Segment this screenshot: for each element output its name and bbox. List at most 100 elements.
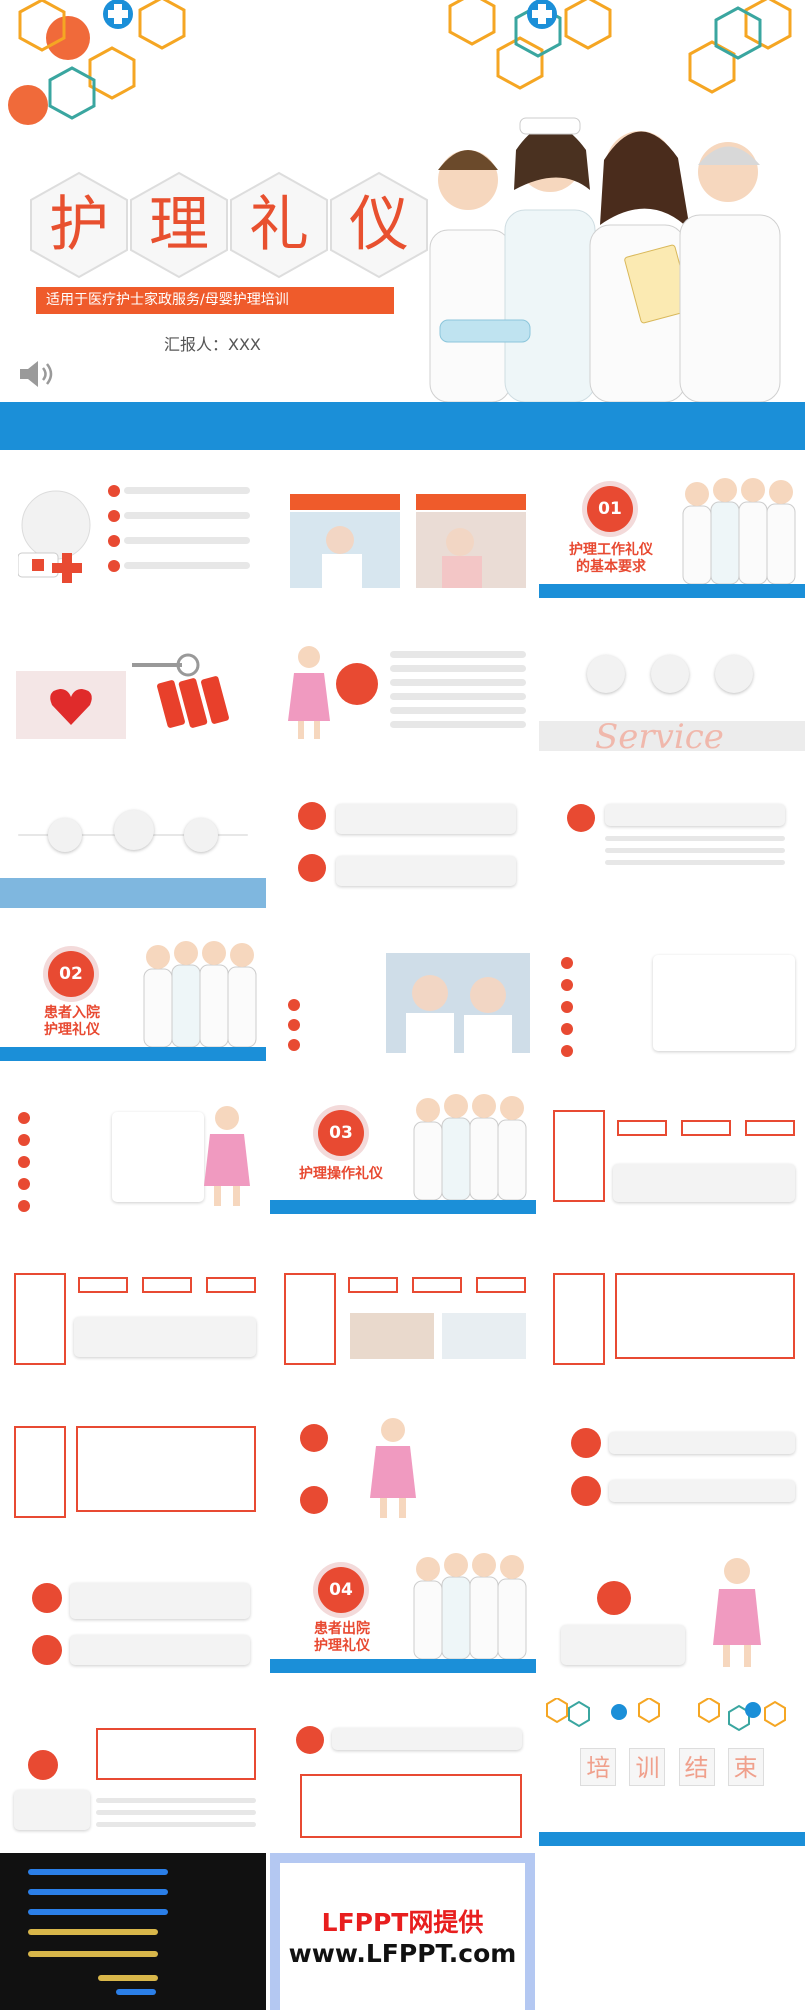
ending-char: 培 [580, 1748, 617, 1786]
bullet [288, 1039, 300, 1051]
bullet [18, 1156, 30, 1168]
bullet [561, 1001, 573, 1013]
slide-appearance-details[interactable] [270, 760, 536, 908]
title-hexagon: 理 [124, 170, 234, 280]
lfppt-tagline: LFPPT网提供 [321, 1908, 484, 1937]
title-box [553, 1273, 605, 1365]
ending-char: 结 [678, 1748, 715, 1786]
medical-cross-icon [567, 804, 595, 832]
slide-table-of-contents[interactable] [0, 450, 266, 598]
slide-blue-band [539, 584, 805, 598]
toc-rule [124, 487, 250, 494]
slide-polite-language-2[interactable] [0, 1372, 266, 1520]
slide-admission-list[interactable] [539, 913, 805, 1061]
title-hexagon: 礼 [224, 170, 334, 280]
bullet [288, 1019, 300, 1031]
step-box [476, 1277, 526, 1293]
bullet [18, 1112, 30, 1124]
slide-discharge-question[interactable] [539, 1525, 805, 1673]
resource-link[interactable] [28, 1889, 168, 1895]
point-02-card [336, 856, 516, 886]
hero-subtitle: 适用于医疗护士家政服务/母婴护理培训 [36, 287, 394, 314]
ending-char: 束 [727, 1748, 764, 1786]
title-char: 理 [149, 190, 209, 260]
slide-discharge-etiquette[interactable] [0, 1698, 266, 1846]
slide-section-02[interactable]: 02 患者入院护理礼仪 [0, 913, 266, 1061]
topic-circle [336, 663, 378, 705]
resource-link[interactable] [28, 1909, 168, 1915]
slide-blue-band [0, 1047, 266, 1061]
slide-nursing-service[interactable] [270, 450, 536, 598]
point-02-badge [298, 854, 326, 882]
hero-reporter: 汇报人：XXX [164, 335, 261, 354]
banner-left [290, 494, 400, 510]
detail-card [613, 1164, 795, 1202]
slide-admission-steps[interactable] [0, 1066, 266, 1214]
contents-circle-graphic [18, 490, 91, 583]
slide-conduct[interactable] [539, 760, 805, 908]
heading-card [332, 1728, 522, 1750]
nurse-illustration [713, 1558, 761, 1667]
toc-bullet [108, 560, 120, 572]
lfppt-domain[interactable]: www.LFPPT.com [288, 1939, 517, 1968]
section-number-badge: 02 [48, 951, 94, 997]
hero-slide[interactable]: 护 理 礼 仪 适用于医疗护士家政服务/母婴护理培训 汇报人：XXX [0, 0, 805, 450]
title-box [284, 1273, 336, 1365]
slide-polite-language[interactable] [539, 1219, 805, 1367]
section-title: 患者入院护理礼仪 [44, 1005, 100, 1038]
step-icon [48, 818, 82, 852]
slide-self-introduction[interactable] [0, 1525, 266, 1673]
section-number-badge: 04 [318, 1567, 364, 1613]
resource-link[interactable] [28, 1951, 158, 1957]
resource-link[interactable] [116, 1989, 156, 1995]
content-rule [390, 651, 526, 658]
slide-patient-accompany[interactable] [270, 1372, 536, 1520]
nurse-illustration [370, 1418, 416, 1518]
slide-admission-welcome[interactable] [270, 913, 536, 1061]
speaker-icon[interactable] [18, 358, 58, 390]
key-tags-graphic [132, 653, 229, 728]
slide-section-04[interactable]: 04 患者出院护理礼仪 [270, 1525, 536, 1673]
step-box [206, 1277, 256, 1293]
slide-after-operation[interactable] [270, 1219, 536, 1367]
slide-during-operation[interactable] [0, 1219, 266, 1367]
slide-nursing-is-respect[interactable] [0, 603, 266, 751]
dialogue-box [76, 1426, 256, 1512]
content-rule [390, 693, 526, 700]
bullet [561, 1045, 573, 1057]
slide-blue-band [270, 1200, 536, 1214]
slide-before-operation[interactable] [539, 1066, 805, 1214]
title-char: 仪 [349, 190, 409, 260]
slide-ending[interactable]: 培 训 结 束 [539, 1698, 805, 1846]
slide-section-03[interactable]: 03 护理操作礼仪 [270, 1066, 536, 1214]
slide-service[interactable]: Service [539, 603, 805, 751]
point-01-card [336, 804, 516, 834]
slide-appearance-respect[interactable] [270, 603, 536, 751]
bullet [561, 979, 573, 991]
how-badge [571, 1476, 601, 1506]
title-hexagon: 护 [24, 170, 134, 280]
slide-consult-reply[interactable] [539, 1372, 805, 1520]
slide-section-01[interactable]: 01 护理工作礼仪的基本要求 [539, 450, 805, 598]
slide-farewell-words[interactable] [270, 1698, 536, 1846]
content-rule [390, 665, 526, 672]
title-hexagon: 仪 [324, 170, 434, 280]
service-banner [539, 721, 805, 751]
banner-right [416, 494, 526, 510]
consult-badge [571, 1428, 601, 1458]
slide-lfppt-promo[interactable]: LFPPT网提供 www.LFPPT.com [270, 1853, 535, 2010]
step-box [348, 1277, 398, 1293]
hexagon-pattern-decoration [546, 1698, 786, 1732]
slide-resource-links[interactable] [0, 1853, 266, 2010]
resource-link[interactable] [98, 1975, 158, 1981]
content-rule [390, 707, 526, 714]
nurses-photo [386, 953, 530, 1053]
ending-title: 培 训 结 束 [539, 1748, 805, 1786]
section-title: 护理工作礼仪的基本要求 [569, 542, 653, 575]
resource-link[interactable] [28, 1929, 158, 1935]
resource-link[interactable] [28, 1869, 168, 1875]
slide-three-steps[interactable] [0, 760, 266, 908]
quote-card [653, 955, 795, 1051]
nurse-illustration [288, 646, 330, 739]
toc-bullet [108, 510, 120, 522]
